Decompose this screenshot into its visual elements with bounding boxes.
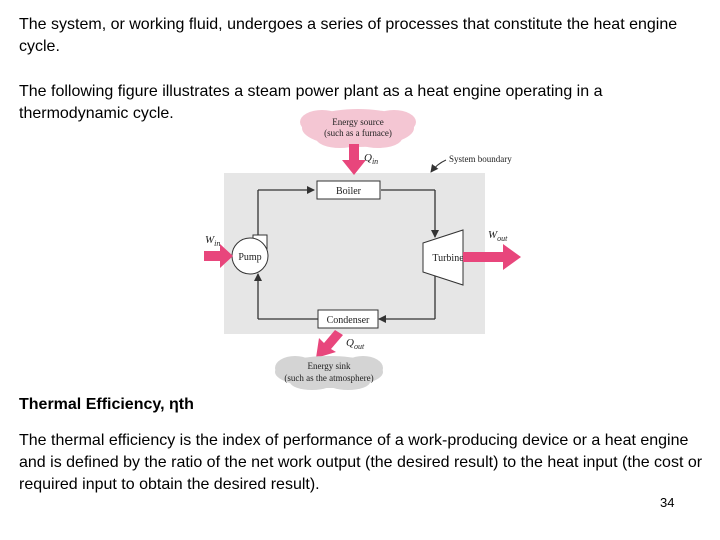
energy-source-label: Energy source (332, 117, 384, 127)
q-in-arrow (342, 144, 366, 175)
definition-paragraph: The thermal efficiency is the index of p… (19, 432, 703, 493)
cycle-flow-lines (254, 186, 439, 323)
page-number: 34 (660, 495, 675, 510)
turbine-shape (422, 229, 464, 286)
w-out-symbol: W (488, 229, 498, 241)
turbine-label: Turbine (432, 253, 464, 264)
w-in-label: Win (205, 234, 220, 248)
section-heading: Thermal Efficiency, ηth (19, 396, 194, 413)
energy-source-sublabel: (such as a furnace) (324, 128, 392, 138)
pump-label: Pump (238, 252, 261, 263)
energy-sink-cloud (275, 356, 383, 390)
q-out-label: Qout (346, 337, 365, 351)
system-boundary-pointer (430, 159, 447, 173)
w-out-label: Wout (488, 229, 508, 243)
q-in-subscript: in (372, 157, 378, 166)
system-boundary-label: System boundary (449, 154, 512, 164)
w-out-subscript: out (497, 234, 508, 243)
q-in-label: Qin (364, 152, 378, 166)
boiler-box (316, 180, 381, 200)
q-out-arrow (316, 330, 343, 358)
w-out-arrow (463, 244, 521, 270)
q-out-subscript: out (354, 342, 365, 351)
energy-sink-label: Energy sink (307, 361, 351, 371)
energy-sink-sublabel: (such as the atmosphere) (284, 373, 373, 383)
boiler-label: Boiler (336, 186, 362, 197)
condenser-box (317, 309, 379, 329)
condenser-label: Condenser (327, 315, 370, 326)
w-in-subscript: in (214, 239, 220, 248)
q-out-symbol: Q (346, 337, 354, 349)
energy-source-cloud (300, 109, 416, 148)
w-in-arrow (204, 244, 233, 268)
q-in-symbol: Q (364, 152, 372, 164)
intro-paragraph: The system, or working fluid, undergoes … (19, 16, 678, 55)
w-in-symbol: W (205, 234, 215, 246)
figure-intro-paragraph: The following figure illustrates a steam… (19, 83, 603, 122)
